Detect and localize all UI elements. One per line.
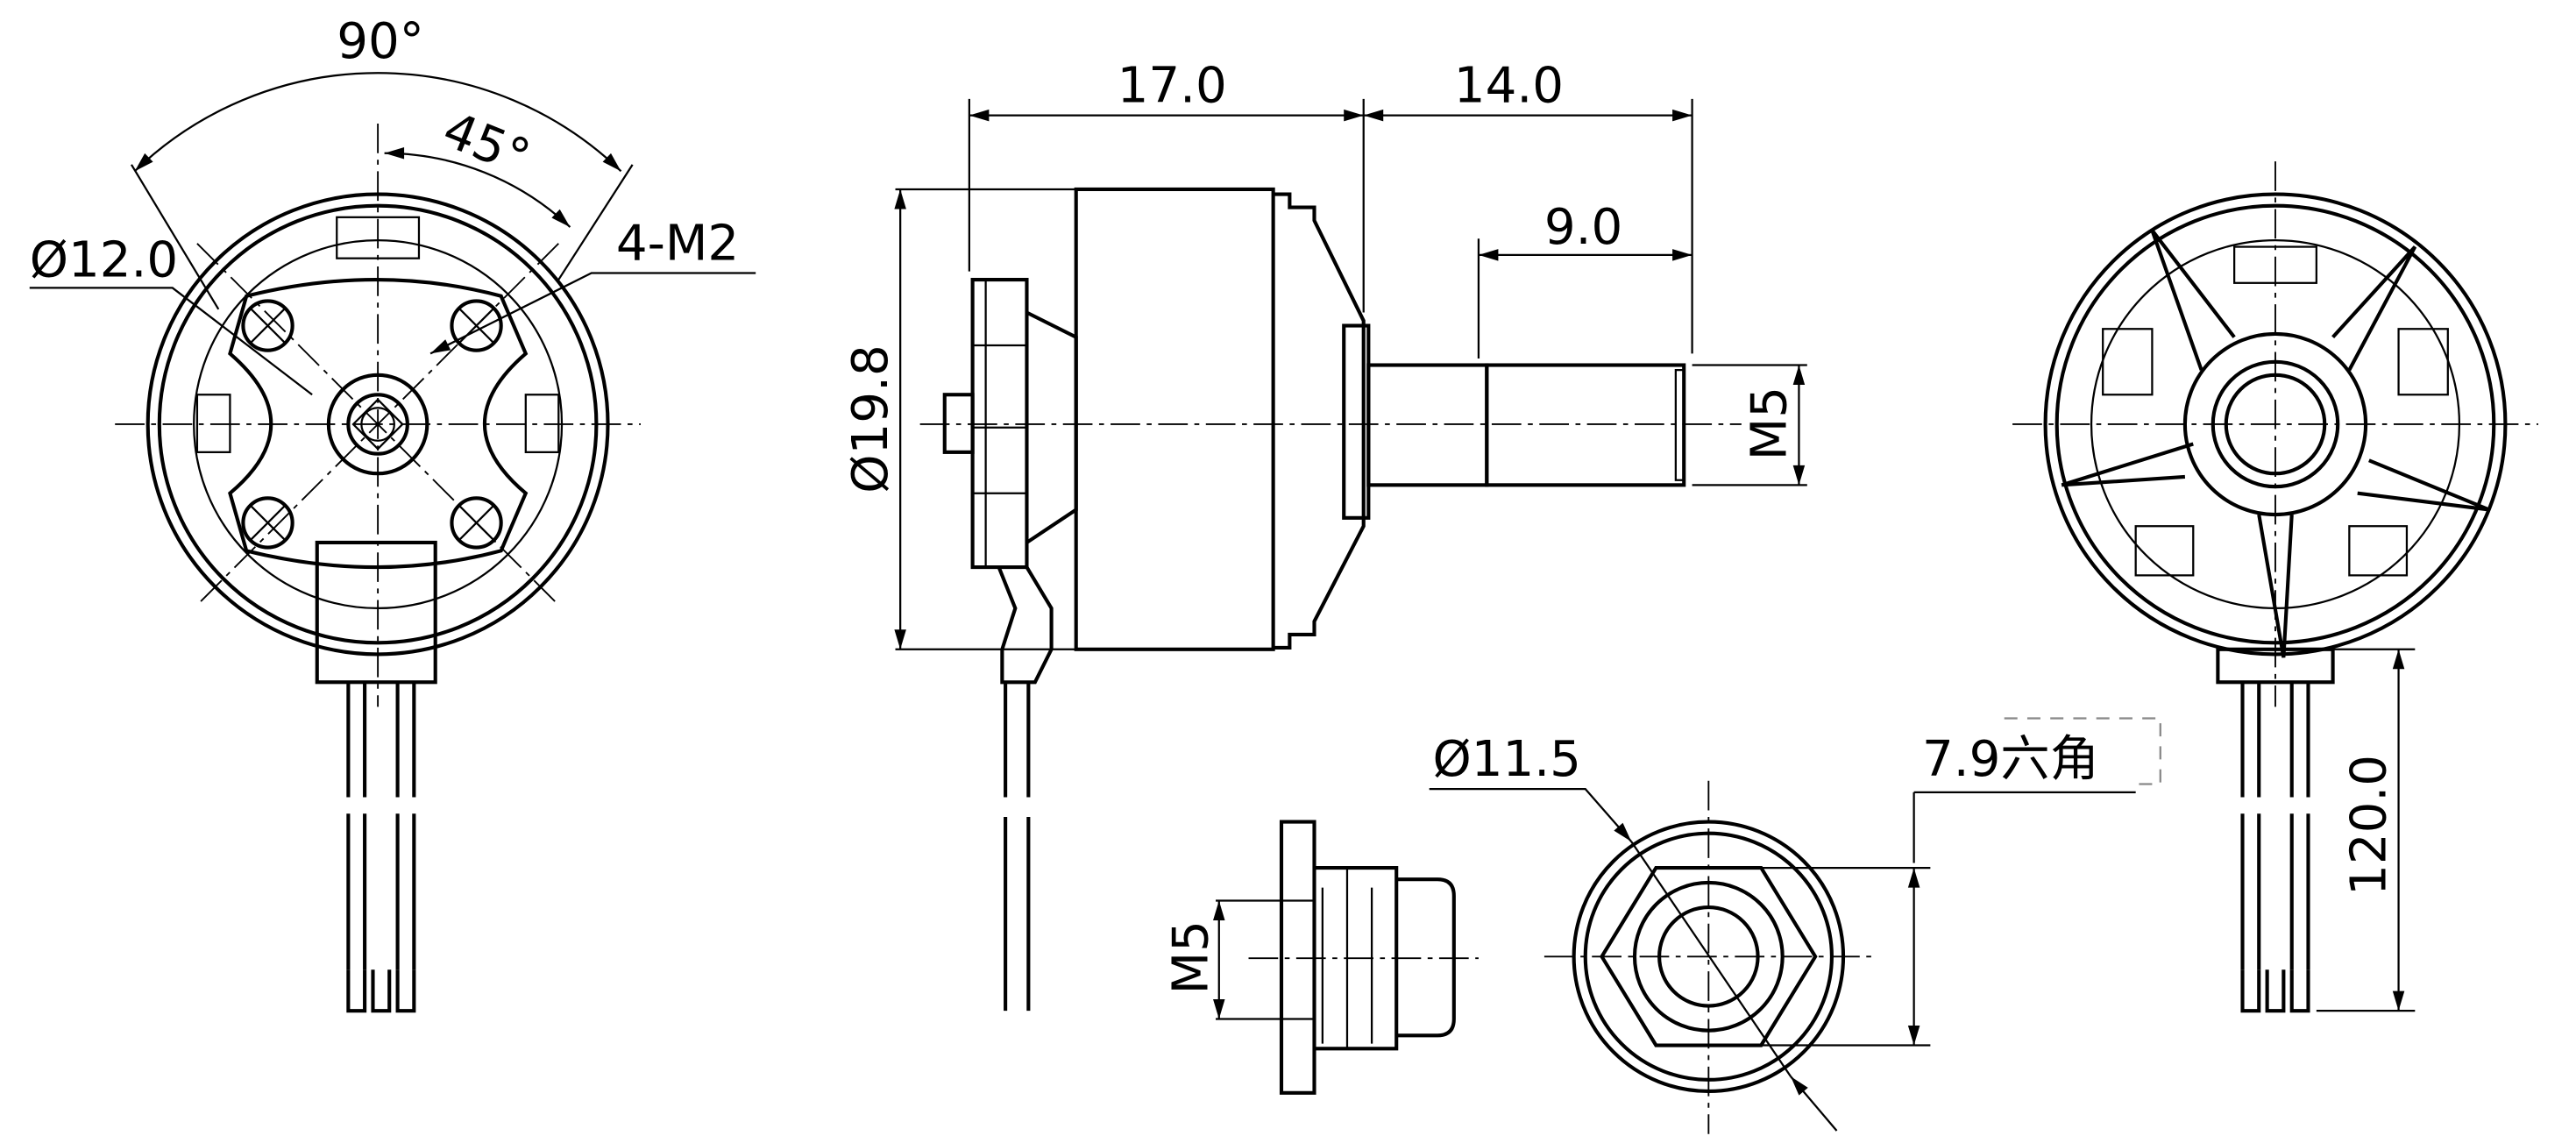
stator-diameter-label: Ø12.0 — [30, 231, 178, 288]
body-diameter-label: Ø19.8 — [842, 344, 899, 493]
side-view: 17.0 14.0 9.0 Ø19.8 M5 — [842, 58, 1807, 1012]
mount-holes-label: 4-M2 — [616, 216, 739, 273]
rear-view: 90° 45° Ø12.0 4-M2 — [29, 13, 756, 1013]
nut-hex-label: 7.9六角 — [1922, 731, 2099, 788]
length-shaft-label: 14.0 — [1454, 58, 1564, 115]
length-thread-label: 9.0 — [1544, 199, 1622, 256]
shaft-thread-label: M5 — [1741, 387, 1798, 460]
nut-front-view: Ø11.5 7.9六角 — [1429, 717, 2161, 1134]
wire-length-label: 120.0 — [2341, 755, 2398, 896]
nut-diameter-label: Ø11.5 — [1432, 731, 1580, 788]
length-body-label: 17.0 — [1118, 58, 1227, 115]
nut-thread-label: M5 — [1163, 920, 1220, 994]
angle-45-label: 45° — [436, 102, 538, 188]
nut-side-view: M5 — [1163, 820, 1479, 1095]
angle-90-label: 90° — [337, 13, 424, 70]
front-view: 120.0 — [2012, 161, 2538, 1013]
